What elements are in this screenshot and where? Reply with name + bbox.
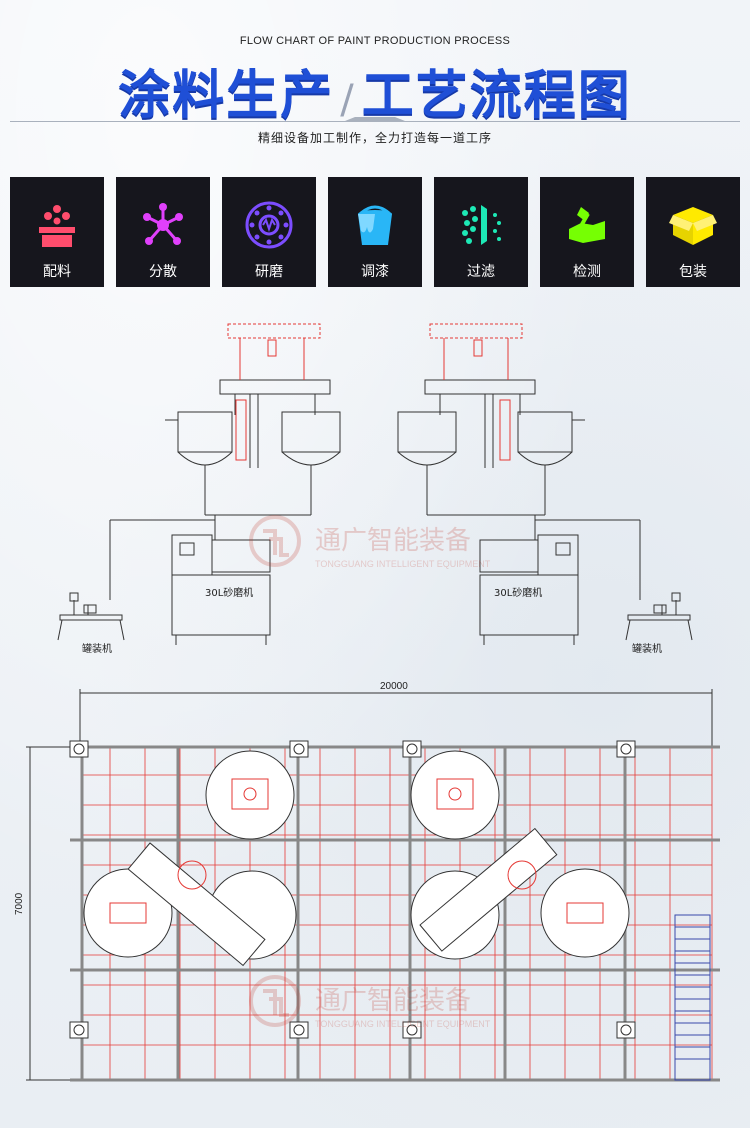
step-label: 检测: [573, 264, 601, 280]
process-elevation-diagram: 罐装机 罐装机 30L砂磨机 30L砂磨机: [57, 323, 693, 655]
right-mill-label: 30L砂磨机: [494, 586, 542, 599]
package-box-icon: [669, 207, 717, 245]
svg-text:罐装机: 罐装机: [82, 642, 112, 655]
molecule-icon: [143, 203, 183, 245]
right-filler-label: 罐装机: [632, 642, 662, 655]
step-label: 分散: [149, 264, 177, 280]
step-tile-dispersion: 分散: [116, 177, 210, 287]
page-title: 涂料生产/工艺流程图: [0, 53, 750, 128]
step-tile-batching: 配料: [10, 177, 104, 287]
left-filler-label: 罐装机: [82, 642, 112, 655]
divider-cap: [345, 117, 405, 121]
plan-view-diagram: 20000 7000: [14, 681, 720, 1082]
title-separator: /: [340, 77, 356, 123]
subtitle-en: FLOW CHART OF PAINT PRODUCTION PROCESS: [239, 35, 511, 47]
step-tile-mixing: 调漆: [328, 177, 422, 287]
tank-internals: [109, 778, 604, 924]
inspection-hand-icon: [569, 207, 605, 243]
left-mill-label: 30L砂磨机: [205, 586, 253, 599]
tagline: 精细设备加工制作，全力打造每一道工序: [257, 131, 492, 145]
grinder-arms: [127, 827, 558, 967]
step-tile-filtering: 过滤: [434, 177, 528, 287]
paint-bucket-icon: [358, 205, 392, 245]
grinding-disc-icon: [245, 201, 293, 249]
step-label: 调漆: [361, 264, 389, 280]
step-tile-grinding: 研磨: [222, 177, 316, 287]
grinder-motors: [177, 860, 537, 890]
title-right: 工艺流程图: [361, 66, 632, 126]
ingredients-icon: [39, 205, 75, 247]
step-tile-packaging: 包装: [646, 177, 740, 287]
red-moving-parts: [227, 323, 523, 461]
step-tile-inspection: 检测: [540, 177, 634, 287]
right-dispersion-unit: [397, 379, 693, 645]
step-label: 过滤: [467, 264, 495, 280]
step-label: 包装: [679, 264, 707, 280]
divider-line: [10, 121, 740, 122]
title-left: 涂料生产: [118, 66, 335, 126]
width-dimension: 20000: [380, 681, 408, 692]
process-steps: 配料 分散 研磨 调漆 过滤: [10, 177, 740, 287]
foot-pads: [69, 740, 636, 1039]
step-label: 配料: [43, 264, 71, 280]
dimension-lines: [26, 689, 713, 1081]
filter-icon: [462, 205, 501, 245]
step-label: 研磨: [255, 264, 283, 280]
header: FLOW CHART OF PAINT PRODUCTION PROCESS 涂…: [0, 0, 750, 160]
height-dimension: 7000: [14, 892, 25, 915]
left-dispersion-unit: [57, 379, 341, 645]
access-ladder: [674, 914, 711, 1081]
svg-text:罐装机: 罐装机: [632, 642, 662, 655]
